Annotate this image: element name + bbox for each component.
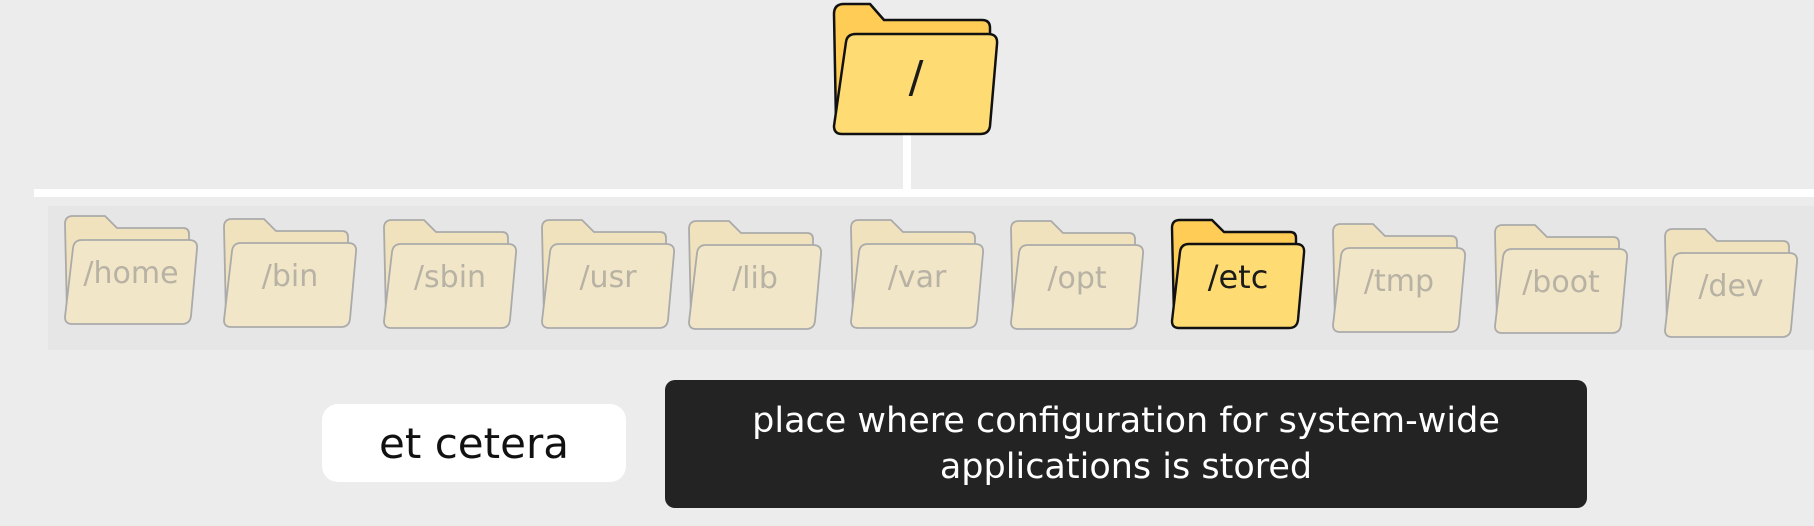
folder-bin[interactable]: /bin: [222, 217, 358, 328]
folder-icon: [1010, 220, 1144, 330]
folder-label: /bin: [261, 259, 319, 294]
folder-lib[interactable]: /lib: [687, 219, 823, 330]
folder-tmp[interactable]: /tmp: [1331, 222, 1467, 333]
folder-dev[interactable]: /dev: [1663, 227, 1799, 338]
root-folder-label: /: [908, 52, 924, 103]
directory-bus-line: [34, 189, 1814, 197]
folder-label: /home: [83, 256, 179, 291]
folder-icon: [688, 220, 822, 330]
folder-icon: [1170, 218, 1306, 330]
folder-home[interactable]: /home: [63, 214, 199, 325]
folder-etc[interactable]: /etc: [1170, 218, 1306, 330]
folder-label: /var: [887, 260, 947, 295]
folder-label: /etc: [1207, 258, 1269, 296]
root-folder: /: [832, 2, 1000, 136]
folder-label: /sbin: [413, 260, 487, 295]
term-label: et cetera: [322, 404, 626, 482]
folder-label: /dev: [1698, 269, 1764, 304]
folder-opt[interactable]: /opt: [1009, 219, 1145, 330]
folder-boot[interactable]: /boot: [1493, 223, 1629, 334]
description-text: place where configuration for system-wid…: [752, 401, 1500, 487]
folder-label: /lib: [732, 261, 778, 296]
folder-icon: [850, 219, 984, 329]
root-connector: [903, 132, 911, 190]
folder-icon: [223, 218, 357, 328]
folder-icon: [383, 219, 517, 329]
description-box: place where configuration for system-wid…: [665, 380, 1587, 508]
folder-icon: [64, 215, 198, 325]
folder-label: /usr: [579, 260, 637, 295]
folder-usr[interactable]: /usr: [540, 218, 676, 329]
folder-var[interactable]: /var: [849, 218, 985, 329]
folder-label: /boot: [1522, 265, 1600, 300]
folder-icon: [1332, 223, 1466, 333]
folder-sbin[interactable]: /sbin: [382, 218, 518, 329]
root-folder-icon: [832, 2, 999, 136]
folder-icon: [541, 219, 675, 329]
folder-label: /opt: [1047, 261, 1107, 296]
folder-icon: [1664, 228, 1798, 338]
folder-icon: [1494, 224, 1628, 334]
folder-label: /tmp: [1363, 264, 1435, 299]
